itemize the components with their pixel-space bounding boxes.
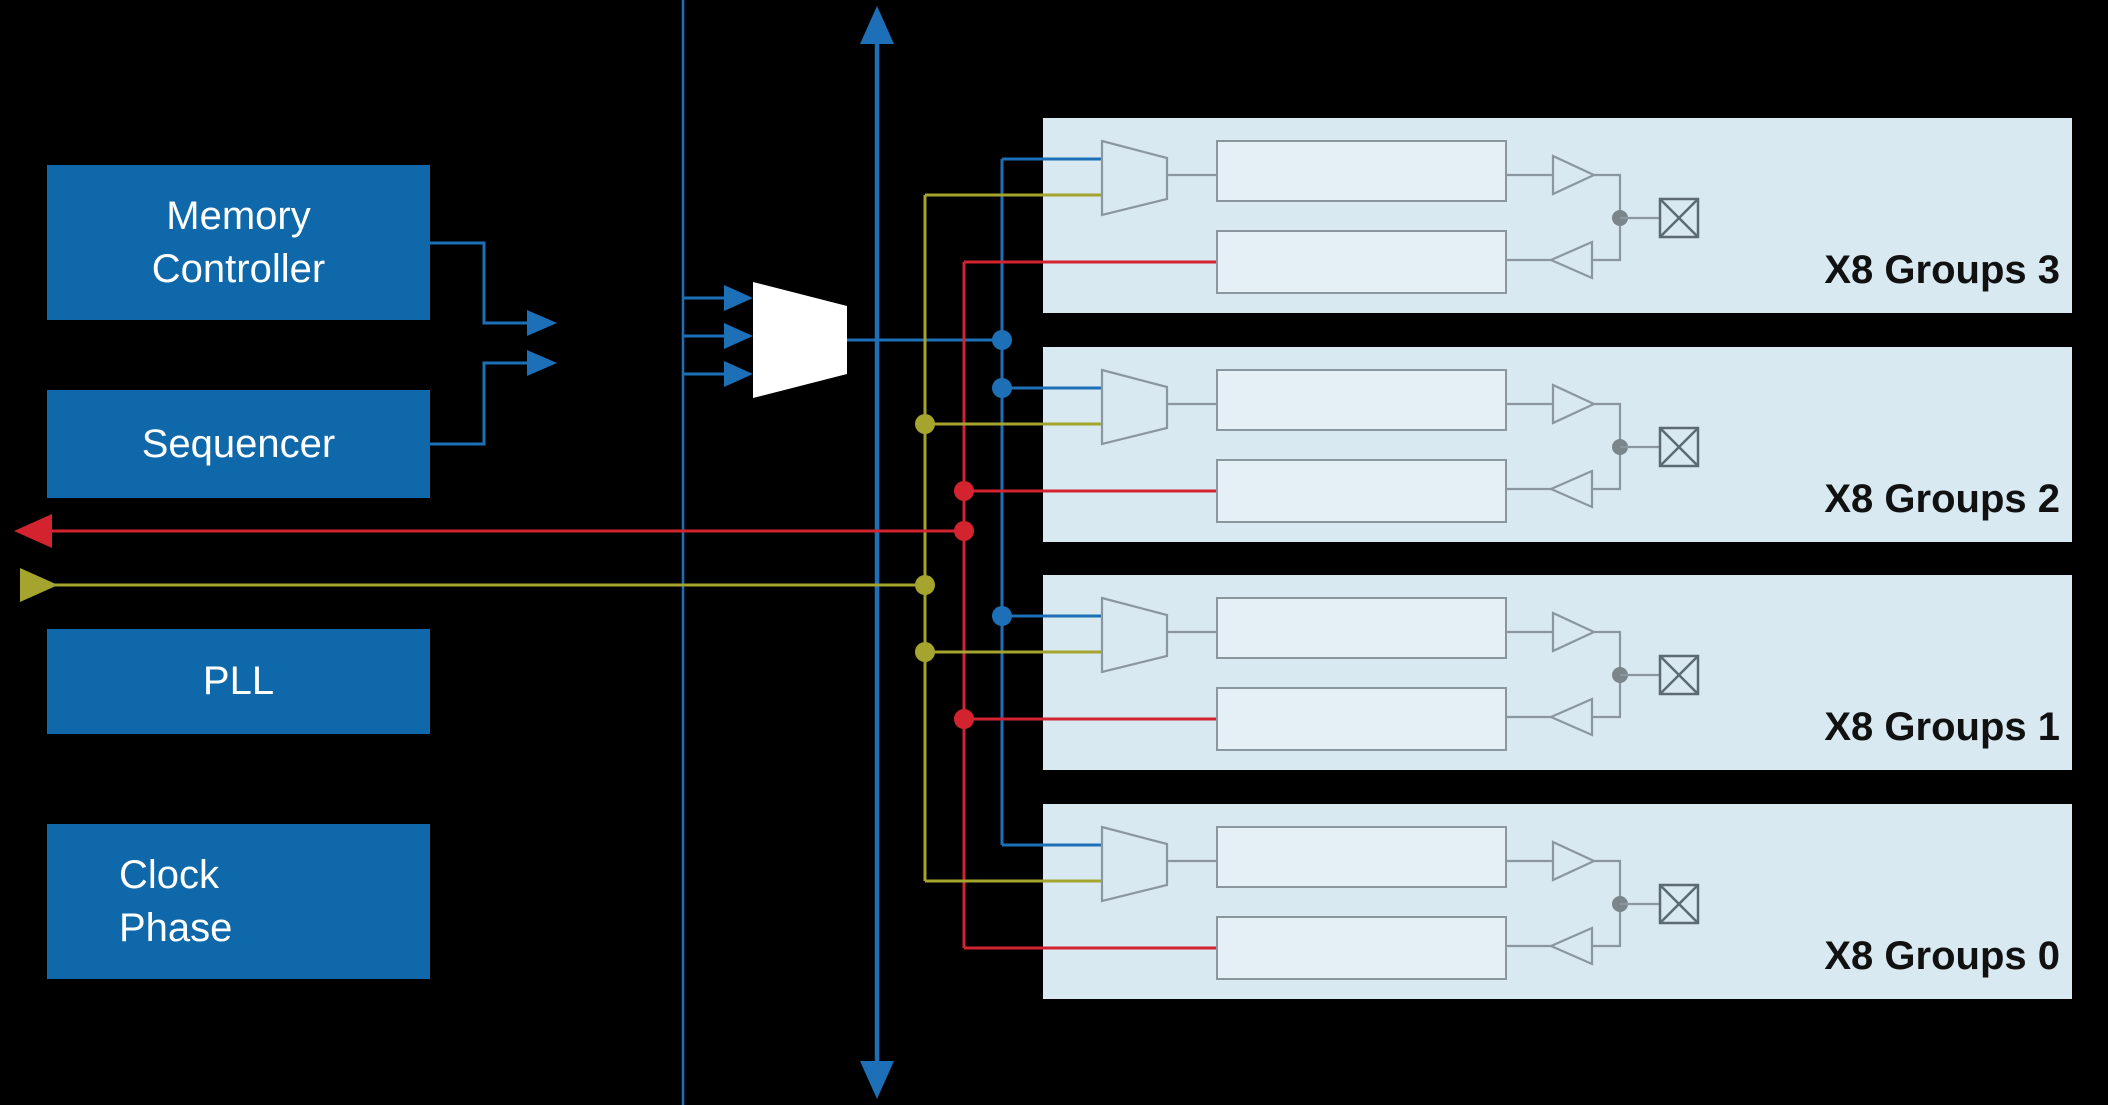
olive-output-arrow: [20, 568, 58, 602]
bus-arrow-up: [860, 6, 894, 44]
blue-junction-dot: [992, 330, 1012, 350]
group-2-red-tap-dot: [954, 481, 974, 501]
sequencer-label: Sequencer: [141, 421, 336, 466]
group-1-olive-tap-dot: [915, 642, 935, 662]
sequencer-block: Sequencer: [47, 390, 430, 498]
x8-group-1-label: X8 Groups 1: [1824, 705, 2060, 749]
clock-phase-label-line1: Clock: [119, 852, 220, 897]
memory-controller-block: Memory Controller: [47, 165, 430, 320]
memory-controller-wire: [430, 241, 528, 325]
x8-group-0-block: X8 Groups 0: [1043, 804, 2072, 999]
mux-input-arrow-1: [724, 323, 753, 349]
bus-arrow-down: [860, 1061, 894, 1099]
mux-input-arrow-0: [724, 285, 753, 311]
group-2-blue-tap-dot: [992, 378, 1012, 398]
sequencer-wire: [430, 361, 528, 446]
main-mux-trapezoid-icon: [753, 282, 847, 398]
x8-group-3-label: X8 Groups 3: [1824, 248, 2060, 292]
mux-input-arrow-2: [724, 361, 753, 387]
x8-group-0-label: X8 Groups 0: [1824, 934, 2060, 978]
clock-phase-label-line2: Phase: [119, 905, 233, 950]
olive-junction-dot: [915, 575, 935, 595]
x8-group-2-label: X8 Groups 2: [1824, 477, 2060, 521]
x8-group-2-block: X8 Groups 2: [1043, 347, 2072, 542]
red-junction-dot: [954, 521, 974, 541]
pll-label: PLL: [202, 659, 275, 704]
x8-group-1-block: X8 Groups 1: [1043, 575, 2072, 770]
red-feedback-arrow: [14, 514, 52, 548]
memory-controller-label-line1: Memory: [166, 193, 311, 238]
memory-controller-arrow: [527, 310, 557, 336]
group-1-blue-tap-dot: [992, 606, 1012, 626]
sequencer-arrow: [527, 350, 557, 376]
clock-phase-block: Clock Phase: [47, 824, 430, 979]
group-1-red-tap-dot: [954, 709, 974, 729]
pll-block: PLL: [47, 629, 430, 734]
memory-controller-label-line2: Controller: [151, 246, 326, 291]
group-2-olive-tap-dot: [915, 414, 935, 434]
x8-group-3-block: X8 Groups 3: [1043, 118, 2072, 313]
